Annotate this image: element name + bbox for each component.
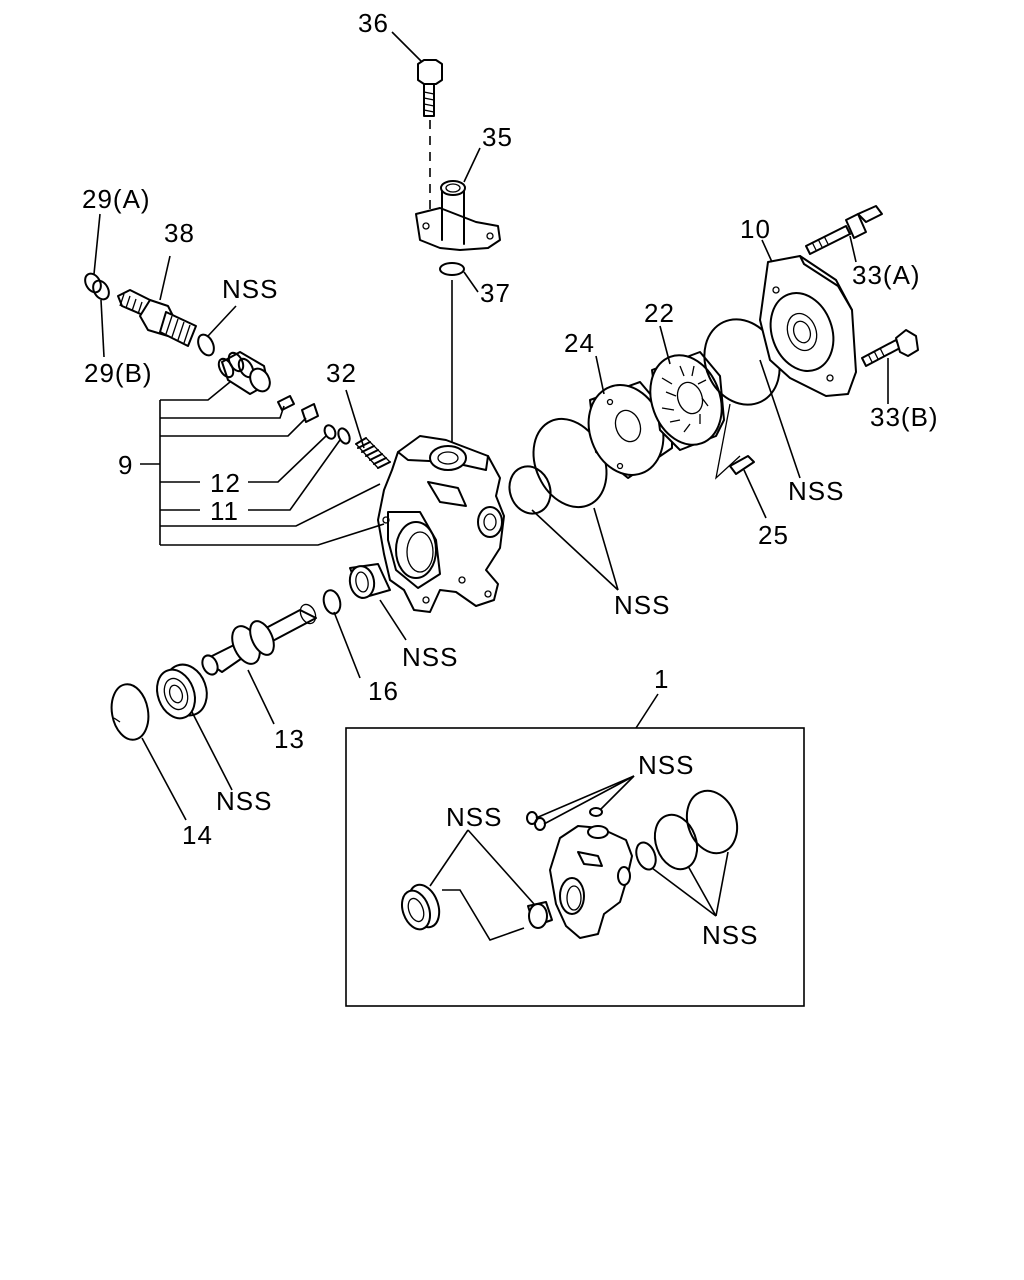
callout-38: 38 <box>164 218 195 248</box>
part-10-rear-cover <box>759 255 857 397</box>
part-38-union-connector <box>117 289 197 347</box>
part-33b-bolt <box>861 329 919 367</box>
repair-kit-box <box>345 727 805 1007</box>
callout-13: 13 <box>274 724 305 754</box>
callout-12: 12 <box>210 468 241 498</box>
part-nss-small-ring <box>197 333 215 357</box>
callout-14: 14 <box>182 820 213 850</box>
part-nss-oil-seal <box>156 663 208 720</box>
part-pump-body <box>377 435 505 613</box>
callout-35: 35 <box>482 122 513 152</box>
part-24-cam-ring <box>587 381 673 479</box>
part-33a-bolt <box>805 205 883 255</box>
callout-22: 22 <box>644 298 675 328</box>
callout-9: 9 <box>118 450 133 480</box>
callout-33b: 33(B) <box>870 402 939 432</box>
callout-10: 10 <box>740 214 771 244</box>
callout-37: 37 <box>480 278 511 308</box>
part-36-bolt <box>417 59 443 210</box>
leader-lines <box>93 31 889 917</box>
callout-25: 25 <box>758 520 789 550</box>
part-16-ring <box>322 589 342 615</box>
kit-illustration <box>400 789 739 941</box>
part-29-o-rings <box>84 272 110 301</box>
part-13-drive-shaft <box>201 603 317 676</box>
callout-36: 36 <box>358 8 389 38</box>
callout-nss-gasket-rings: NSS <box>614 590 670 620</box>
part-9-control-valve-group <box>217 351 351 445</box>
callout-16: 16 <box>368 676 399 706</box>
callout-nss-cover-ring: NSS <box>788 476 844 506</box>
callout-nss-oil-seal: NSS <box>216 786 272 816</box>
part-25-dowel-pin <box>729 455 755 475</box>
callout-32: 32 <box>326 358 357 388</box>
callout-29a: 29(A) <box>82 184 151 214</box>
part-22-rotor <box>649 351 725 451</box>
callout-nss-bushing: NSS <box>402 642 458 672</box>
callout-29b: 29(B) <box>84 358 153 388</box>
callout-nss-kit-left: NSS <box>446 802 502 832</box>
callout-33a: 33(A) <box>852 260 921 290</box>
part-37-o-ring <box>439 262 465 450</box>
callout-nss-kit-top: NSS <box>638 750 694 780</box>
part-nss-bushing <box>348 563 391 599</box>
callout-nss-kit-right: NSS <box>702 920 758 950</box>
part-14-snap-ring <box>110 683 150 741</box>
part-32-spring <box>355 437 391 469</box>
callout-nss-valve: NSS <box>222 274 278 304</box>
callout-24: 24 <box>564 328 595 358</box>
callout-11: 11 <box>210 496 239 526</box>
part-35-inlet-pipe <box>415 180 501 251</box>
callout-1: 1 <box>654 664 669 694</box>
